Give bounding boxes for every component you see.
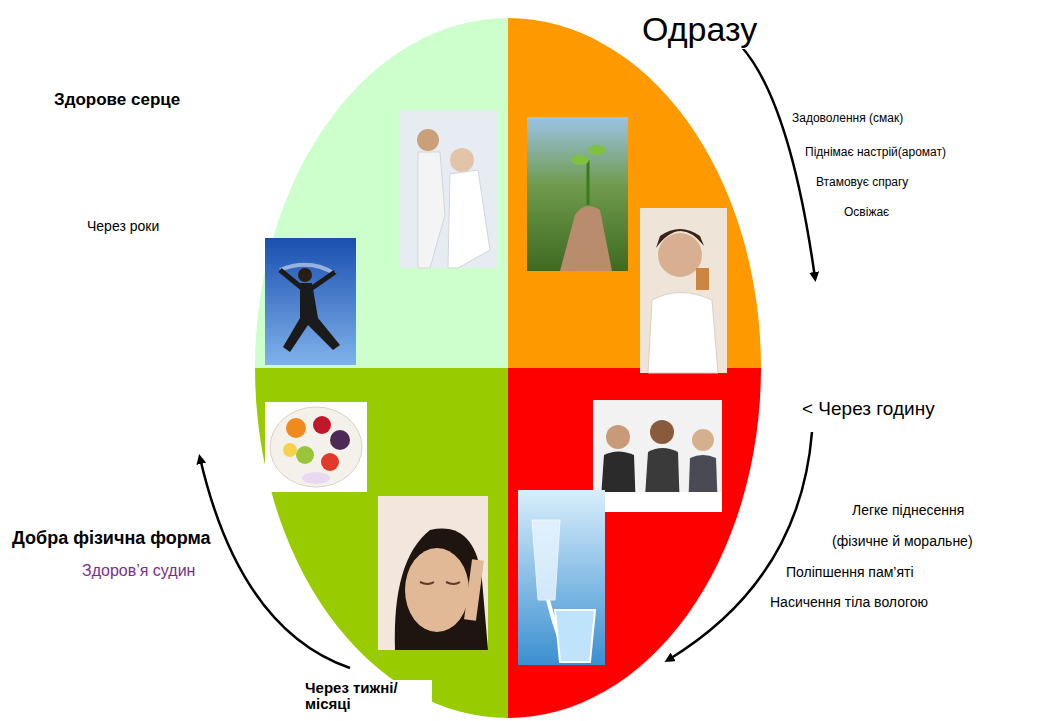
time-note: Через роки <box>85 218 161 234</box>
benefit-heading: Здорове серце <box>52 90 182 110</box>
photo-woman-face <box>378 496 488 650</box>
benefit-note: Втамовує спрагу <box>814 176 910 190</box>
time-arrow <box>200 458 350 668</box>
photo-stretching <box>400 110 498 268</box>
benefit-note: Насичення тіла вологою <box>768 594 930 610</box>
photo-business-people <box>593 400 722 512</box>
benefit-note: Освіжає <box>842 206 891 220</box>
time-circle <box>200 0 808 721</box>
time-arrow <box>668 432 812 660</box>
photo-tea-sprout <box>527 117 628 271</box>
benefit-note: Поліпшення пам’яті <box>784 564 916 580</box>
time-heading: < Через годину <box>800 398 937 420</box>
time-arrow <box>740 45 815 278</box>
benefit-heading: Здоров’я судин <box>80 562 197 580</box>
photo-water-glass <box>518 490 605 665</box>
benefit-heading: Добра фізична форма <box>10 528 213 549</box>
photo-jumping <box>265 238 356 365</box>
photo-fruit-plate <box>265 402 367 492</box>
time-heading: Одразу <box>640 10 759 49</box>
benefit-note: Задоволення (смак) <box>790 112 905 126</box>
benefit-note: Піднімає настрій(аромат) <box>803 146 948 160</box>
benefit-note: (фізичне й моральне) <box>830 533 975 549</box>
benefit-note: Легке піднесення <box>850 502 966 518</box>
time-heading: Через тижні/місяці <box>303 680 432 712</box>
photo-woman-drinking <box>640 208 727 373</box>
